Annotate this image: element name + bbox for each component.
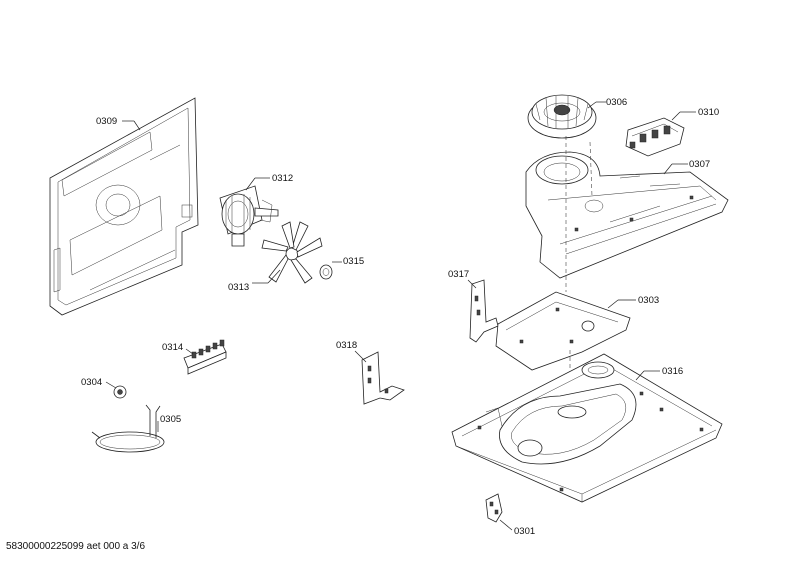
part-0309-back-panel[interactable] — [49, 97, 199, 316]
part-0303-cover-plate[interactable] — [495, 291, 631, 371]
part-0313-fan-wheel[interactable] — [261, 221, 323, 284]
label-0314: 0314 — [162, 342, 183, 353]
label-0316: 0316 — [662, 366, 683, 377]
label-0317: 0317 — [448, 269, 469, 280]
part-0312-fan-motor[interactable] — [219, 185, 279, 247]
label-0310: 0310 — [698, 107, 719, 118]
part-0316-base-tray[interactable] — [451, 353, 723, 503]
part-0317-bracket[interactable] — [469, 279, 499, 343]
label-0306: 0306 — [606, 97, 627, 108]
document-id: 58300000225099 aet 000 a 3/6 — [6, 541, 146, 552]
part-0304-grommet[interactable] — [113, 385, 127, 399]
label-0303: 0303 — [638, 295, 659, 306]
label-0318: 0318 — [336, 340, 357, 351]
label-0315: 0315 — [343, 256, 364, 267]
part-0307-fan-housing[interactable] — [525, 151, 729, 279]
part-0306-radial-fan[interactable] — [527, 94, 597, 139]
label-0305: 0305 — [160, 414, 181, 425]
part-0314-terminal-block[interactable] — [183, 339, 227, 375]
part-0305-cable[interactable] — [91, 404, 165, 453]
part-0315-nut[interactable] — [319, 264, 333, 280]
label-0304: 0304 — [81, 377, 102, 388]
part-0301-small-bracket[interactable] — [485, 493, 503, 523]
label-0312: 0312 — [272, 173, 293, 184]
label-0309: 0309 — [96, 116, 117, 127]
label-0307: 0307 — [689, 159, 710, 170]
part-0318-bracket[interactable] — [361, 351, 405, 405]
label-0301: 0301 — [514, 526, 535, 537]
assembly-axis — [589, 141, 593, 197]
part-0310-control-module[interactable] — [625, 117, 685, 157]
label-0313: 0313 — [228, 282, 249, 293]
